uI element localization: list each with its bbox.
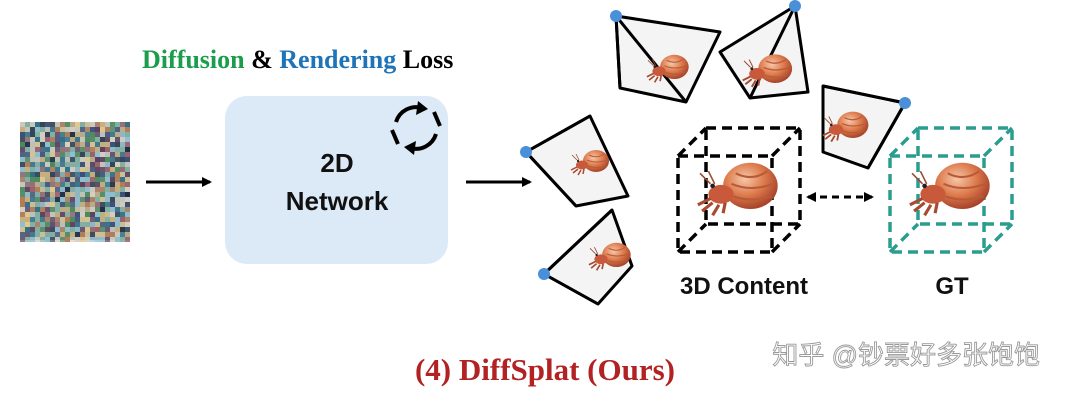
camera-frustum-icon <box>821 84 911 170</box>
rendering-label: Rendering <box>279 45 396 74</box>
network-box: 2D Network <box>225 96 448 264</box>
loss-label: Loss <box>396 45 453 74</box>
camera-frustum-icon <box>718 0 810 100</box>
network-line1: 2D <box>320 148 353 178</box>
loss-title: Diffusion & Rendering Loss <box>142 45 453 74</box>
noise-image <box>20 122 130 242</box>
network-line2: Network <box>286 186 389 216</box>
camera-frustum-icon <box>610 10 722 104</box>
figure-caption: (4) DiffSplat (Ours) <box>415 352 675 387</box>
ampersand: & <box>245 45 280 74</box>
gt-box <box>888 126 1014 254</box>
camera-frustum-icon <box>520 114 630 208</box>
watermark-text: 知乎 @钞票好多张饱饱 <box>772 340 1040 370</box>
camera-frustum-icon <box>538 208 634 306</box>
diffusion-label: Diffusion <box>142 45 245 74</box>
content-label: 3D Content <box>680 273 808 300</box>
refresh-cycle-icon <box>390 101 442 155</box>
gt-label: GT <box>935 273 969 300</box>
content-3d-box <box>676 126 802 254</box>
